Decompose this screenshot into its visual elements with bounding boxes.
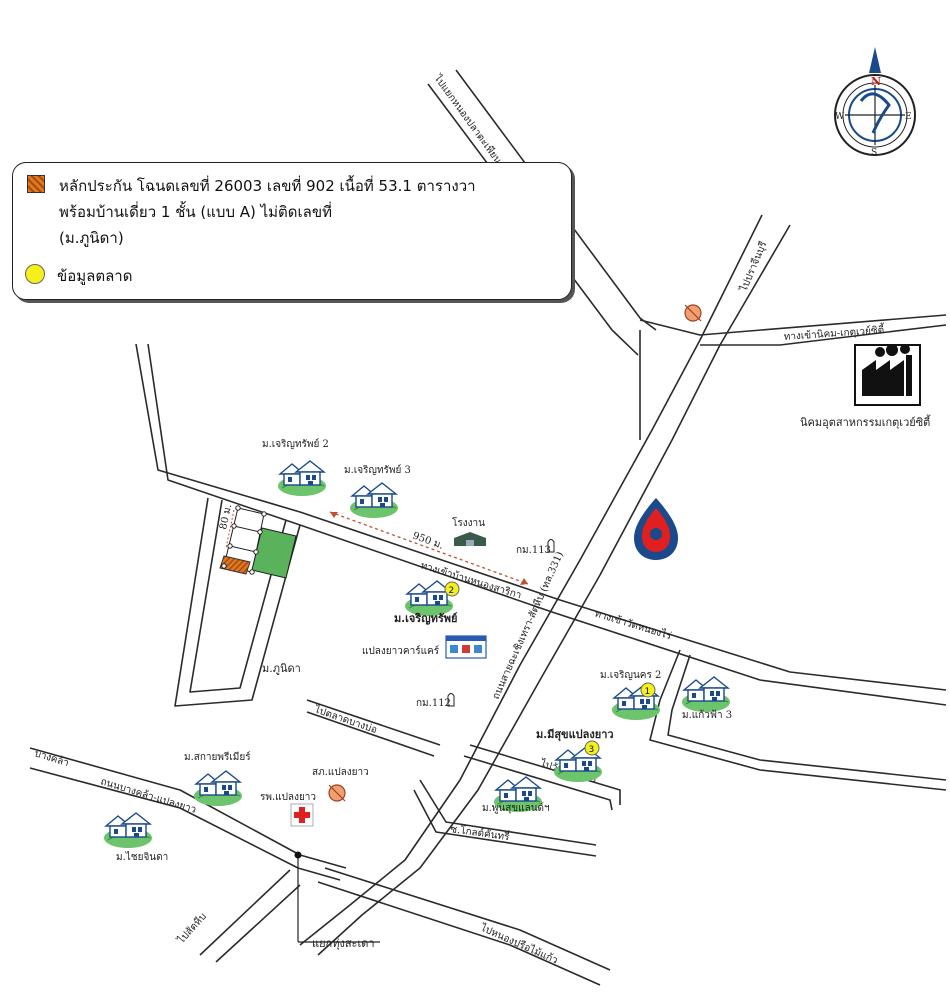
intersection-dot bbox=[294, 851, 302, 859]
distance-arrow-end-icon bbox=[520, 578, 528, 585]
market-marker-2: 2 bbox=[444, 581, 460, 597]
legend-market-label: ข้อมูลตลาด bbox=[57, 267, 133, 285]
label-km112: กม.112 bbox=[416, 698, 451, 709]
car-care-sign-icon bbox=[445, 635, 487, 659]
road-soi-gold-country-south bbox=[419, 779, 597, 846]
label-to-nong-pru: ไปหนองปรือไม้แก้ว bbox=[478, 921, 560, 966]
phu-nida-access-road-inner bbox=[189, 499, 287, 693]
police-station-icon bbox=[328, 784, 346, 802]
label-distance: 950 ม. bbox=[411, 530, 445, 551]
road-nong-pru-north bbox=[324, 867, 611, 971]
legend-collateral-line3: (ม.ภูนิดา) bbox=[59, 229, 124, 247]
village-kaew-fa-3-icon bbox=[681, 676, 731, 713]
km-marker-icon bbox=[547, 539, 555, 553]
green-area bbox=[251, 527, 297, 579]
road-nong-saraek-north bbox=[135, 343, 947, 691]
label-charoen-sap-2: ม.เจริญทรัพย์ 2 bbox=[262, 438, 329, 450]
label-to-bang-bo: ไปตลาดบางบ่อ bbox=[312, 703, 379, 736]
label-soi-gold-country: ซ.โกลด์คันทรี่ bbox=[450, 821, 511, 843]
hospital-icon bbox=[290, 803, 314, 827]
road-bang-bo-north bbox=[306, 699, 441, 746]
highway-331-west-edge bbox=[299, 214, 763, 946]
road-nong-pru-south bbox=[317, 881, 601, 986]
collateral-parcel bbox=[219, 555, 251, 575]
roads bbox=[29, 69, 947, 986]
phu-nida-access-road bbox=[174, 497, 301, 707]
legend-collateral-line1: หลักประกัน โฉนดเลขที่ 26003 เลขที่ 902 เ… bbox=[59, 177, 476, 195]
label-bang-kla: บางคล้า bbox=[33, 747, 70, 769]
road-sattahip-west bbox=[199, 869, 291, 956]
label-to-nong-rai: ทางเข้าวัดหนองไร่ bbox=[593, 607, 673, 642]
label-car-care: แปลงยาวคาร์แคร์ bbox=[362, 645, 440, 657]
km-marker-icon bbox=[447, 693, 455, 707]
road-wat-nong-rai-loop-inner bbox=[667, 654, 947, 781]
label-police-station: สภ.แปลงยาว bbox=[312, 767, 369, 778]
legend-collateral: หลักประกัน โฉนดเลขที่ 26003 เลขที่ 902 เ… bbox=[27, 173, 476, 251]
road-bang-kla-north bbox=[29, 747, 347, 869]
label-to-gateway: ทางเข้านิคม-เกตุเวย์ซิตี้ bbox=[783, 322, 885, 343]
lamp-marker-icon bbox=[684, 304, 702, 322]
road-nong-saraek-south bbox=[147, 343, 947, 706]
distance-arrow-start-icon bbox=[330, 512, 338, 518]
label-chaiyinda: ม.ไชยจินดา bbox=[116, 851, 168, 863]
road-to-nong-pla-east bbox=[455, 69, 657, 331]
svg-text:3: 3 bbox=[589, 745, 595, 755]
factory-icon bbox=[854, 344, 921, 406]
market-marker-3: 3 bbox=[584, 740, 600, 756]
label-industrial-estate: นิคมอุตสาหกรรมเกตุเวย์ซิตี้ bbox=[800, 414, 931, 429]
village-chaiyinda-icon bbox=[103, 812, 153, 849]
road-wat-nong-rai-south bbox=[463, 755, 613, 811]
village-sakai-premier-icon bbox=[193, 770, 243, 807]
label-factory: โรงงาน bbox=[452, 516, 485, 529]
label-to-sattahip: ไปสัตหีบ bbox=[175, 911, 209, 947]
compass-e: E bbox=[905, 112, 912, 122]
market-marker-1: 1 bbox=[640, 682, 656, 698]
label-charoen-sap-3: ม.เจริญทรัพย์ 3 bbox=[344, 464, 411, 476]
label-sakai-premier: ม.สกายพรีเมียร์ bbox=[184, 751, 251, 763]
collateral-swatch-icon bbox=[27, 175, 45, 193]
label-phoon-suk: ม.พูนสุขแลนด์ฯ bbox=[482, 802, 550, 814]
compass-s: S bbox=[871, 148, 877, 158]
road-sattahip-east bbox=[215, 884, 301, 963]
legend-market: ข้อมูลตลาด bbox=[25, 263, 132, 289]
lot-width-line bbox=[225, 509, 235, 549]
compass-w: W bbox=[835, 112, 845, 122]
road-bang-kla-south bbox=[29, 767, 341, 881]
road-gateway-top bbox=[639, 314, 947, 336]
legend-collateral-line2: พร้อมบ้านเดี่ยว 1 ชั้น (แบบ A) ไม่ติดเลข… bbox=[59, 203, 332, 221]
label-km113: กม.113 bbox=[516, 545, 551, 556]
village-charoen-sap-3-icon bbox=[349, 482, 399, 519]
road-wat-nong-rai-north bbox=[469, 744, 621, 805]
label-phu-nida: ม.ภูนิดา bbox=[262, 662, 301, 675]
label-charoen-nakhon-2: ม.เจริญนคร 2 bbox=[600, 670, 661, 681]
label-kaew-fa-3: ม.แก้วฟ้า 3 bbox=[682, 709, 732, 721]
road-bang-bo-south bbox=[306, 711, 435, 757]
svg-text:1: 1 bbox=[645, 687, 651, 697]
road-soi-gold-country-north bbox=[413, 789, 597, 857]
label-lot-width: 80 ม. bbox=[218, 503, 234, 530]
svg-text:2: 2 bbox=[449, 586, 455, 596]
road-wat-nong-rai-loop-outer bbox=[649, 649, 947, 791]
label-charoen-sap: ม.เจริญทรัพย์ bbox=[394, 612, 457, 625]
map-legend: หลักประกัน โฉนดเลขที่ 26003 เลขที่ 902 เ… bbox=[12, 162, 572, 300]
warehouse-icon bbox=[454, 532, 486, 546]
market-swatch-icon bbox=[25, 264, 45, 284]
label-hospital: รพ.แปลงยาว bbox=[260, 792, 316, 803]
compass-n: N bbox=[871, 75, 881, 88]
distance-line bbox=[329, 511, 529, 585]
compass-rose-icon: N S E W bbox=[834, 47, 916, 158]
road-gateway-bottom bbox=[700, 324, 947, 346]
highway-331-east-edge bbox=[317, 224, 791, 956]
label-intersection: แยกทุ่งสะเดา bbox=[312, 937, 375, 950]
label-mee-suk: ม.มีสุขแปลงยาว bbox=[536, 728, 614, 742]
village-charoen-sap-2-icon bbox=[277, 460, 327, 497]
label-highway-331: ถนนสายฉะเชิงเทรา-สัตหีบ (ทล.331) bbox=[490, 550, 566, 702]
gas-station-icon bbox=[634, 498, 678, 560]
north-arrow-icon bbox=[869, 47, 881, 73]
subject-lot bbox=[219, 505, 297, 579]
